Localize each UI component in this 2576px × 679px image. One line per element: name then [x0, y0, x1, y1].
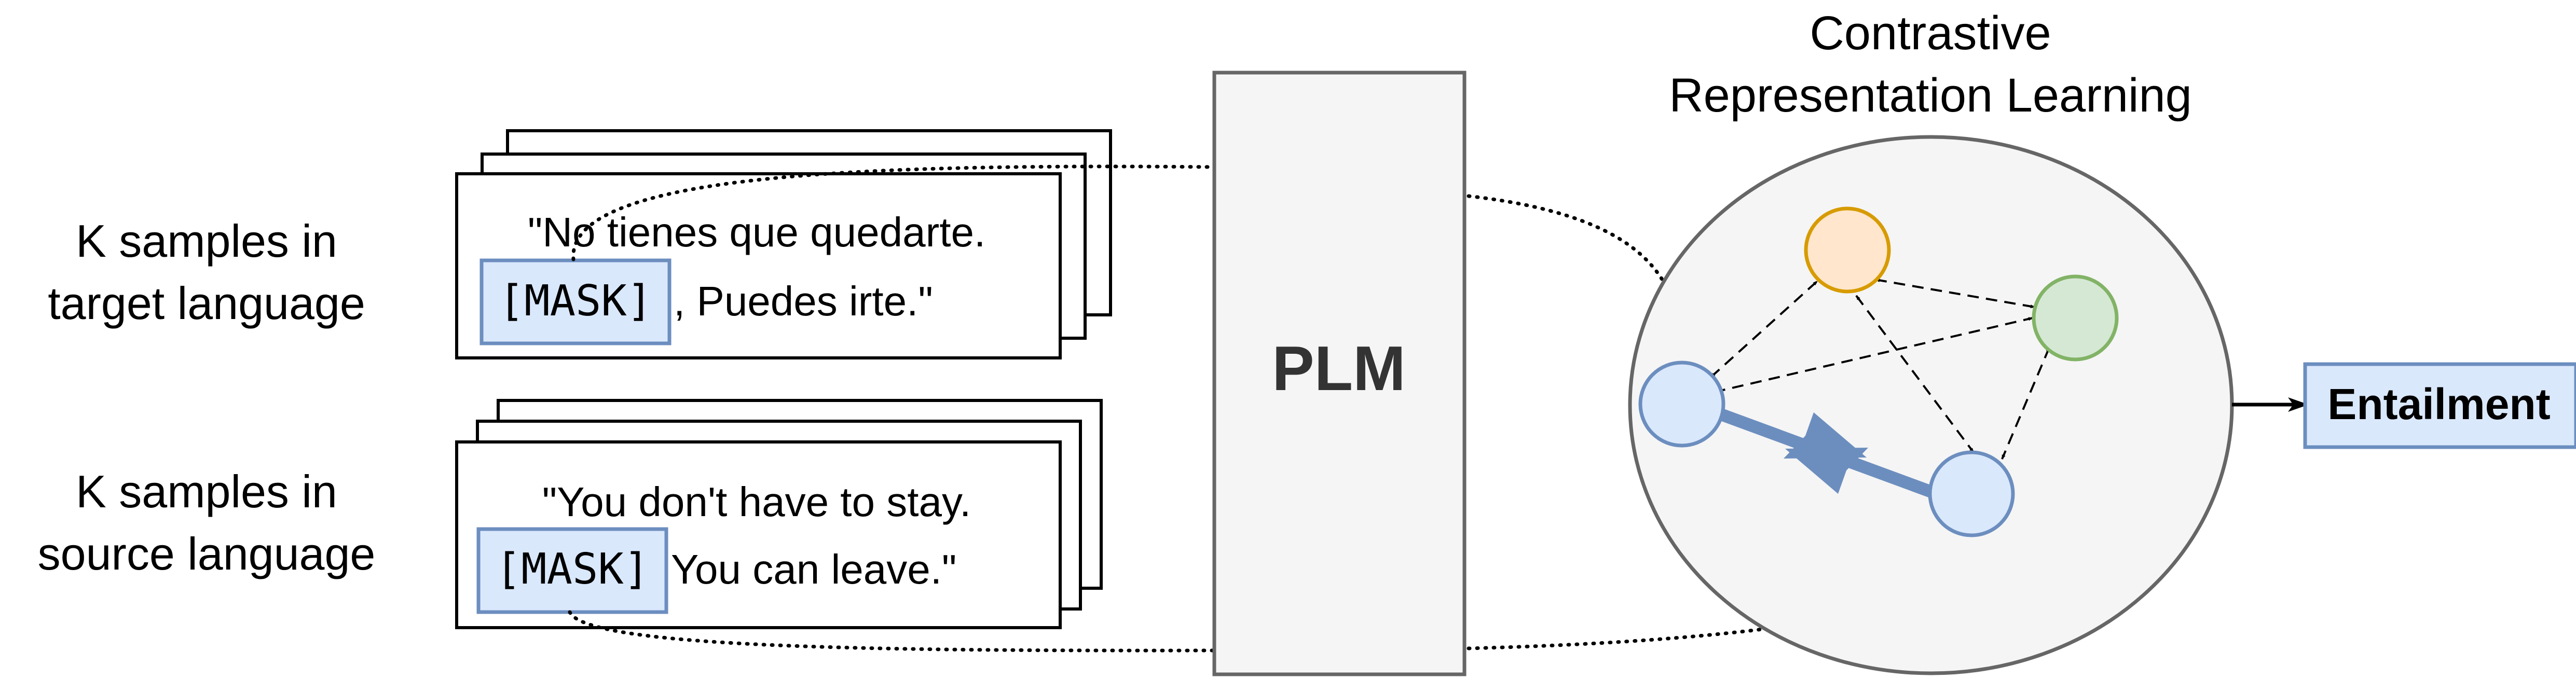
source-mask-box: [476, 527, 668, 614]
source-sample-line1: "You don't have to stay.: [542, 479, 971, 525]
positive-pair-arrowhead-backward: [1785, 448, 1868, 494]
target-to-plm-dotted-connector: [571, 164, 1216, 261]
target-sample-stack: "No tienes que quedarte. [MASK] , Puedes…: [455, 129, 1112, 359]
target-language-label-line1: K samples in: [76, 215, 337, 267]
target-sample-line1: "No tienes que quedarte.: [528, 209, 985, 255]
plm-block: [1212, 71, 1467, 676]
plm-label: PLM: [1272, 333, 1406, 404]
source-language-label-line1: K samples in: [76, 466, 337, 517]
source-mask-token: [MASK]: [496, 545, 649, 594]
target-mask-token: [MASK]: [499, 276, 652, 326]
orange-embedding-node: [1804, 206, 1891, 294]
dashed-relations: [1710, 278, 2050, 460]
source-embedding-node: [1928, 450, 2015, 537]
contrastive-title-line2: Representation Learning: [1669, 69, 2192, 122]
green-source-dashed-arrow: [2001, 347, 2050, 460]
entailment-label: Entailment: [2327, 380, 2550, 428]
target-mask-box: [479, 258, 672, 345]
source-sample-line2: You can leave.": [671, 546, 956, 592]
entailment-box: [2303, 362, 2576, 449]
orange-green-dashed-arrow: [1875, 278, 2035, 309]
target-sample-line2: , Puedes irte.": [674, 278, 933, 324]
contrastive-title-line1: Contrastive: [1810, 7, 2051, 60]
source-language-label-line2: source language: [38, 528, 376, 579]
source-to-plm-dotted-connector: [568, 610, 1216, 653]
orange-source-dashed-arrow: [1855, 295, 1975, 453]
source-sample-stack: "You don't have to stay. [MASK] You can …: [455, 399, 1103, 629]
positive-pair-arrowhead-forward: [1784, 412, 1867, 459]
target-green-dashed-arrow: [1714, 317, 2033, 393]
target-language-label-line2: target language: [48, 278, 365, 329]
target-embedding-node: [1638, 361, 1725, 448]
positive-pair-edge: [1717, 408, 1935, 498]
green-embedding-node: [2032, 274, 2119, 362]
